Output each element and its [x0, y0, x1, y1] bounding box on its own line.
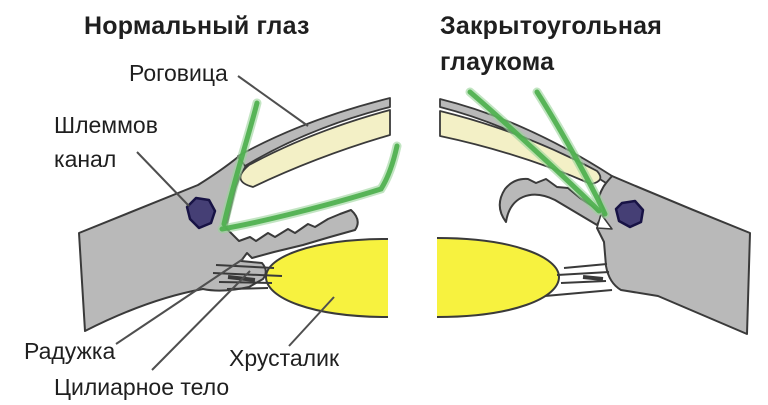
aqueous-flow-left: [217, 98, 402, 234]
label-pointers: [115, 75, 335, 371]
cornea-right: [439, 110, 602, 185]
iris-pointer-line: [115, 258, 244, 345]
cornea-shell-left: [237, 97, 391, 167]
lens-right: [437, 238, 559, 317]
label-cornea: Роговица: [129, 60, 228, 86]
aqueous-flow-right: [465, 87, 610, 219]
zonule-fibers-right: [544, 263, 613, 297]
schlemm-canal-right: [614, 199, 645, 229]
iris-right: [498, 177, 604, 226]
label-lens: Хрусталик: [229, 345, 340, 371]
lens-pointer-line: [288, 296, 335, 347]
ciliary-pointer-line: [151, 270, 251, 371]
normal-eye-drawing: [78, 97, 402, 332]
cornea-left: [239, 109, 391, 188]
schlemm-canal-left: [185, 196, 217, 230]
schlemm-pointer-line: [136, 151, 190, 207]
lens-left: [266, 239, 388, 317]
lens-left-outline: [264, 238, 389, 318]
lens-right-outline: [436, 237, 561, 318]
label-schlemm-canal: Шлеммов канал: [54, 112, 158, 172]
label-ciliary-body: Цилиарное тело: [54, 374, 230, 400]
sclera-right: [596, 175, 751, 335]
cornea-pointer-line: [237, 75, 309, 127]
closed-angle-notch: [596, 213, 613, 230]
panel-title-normal-eye: Нормальный глаз: [84, 12, 310, 40]
glaucoma-eye-drawing: [436, 87, 751, 335]
label-iris: Радужка: [24, 338, 116, 364]
panel-title-closed-angle-glaucoma: Закрытоугольная глаукома: [440, 12, 663, 76]
